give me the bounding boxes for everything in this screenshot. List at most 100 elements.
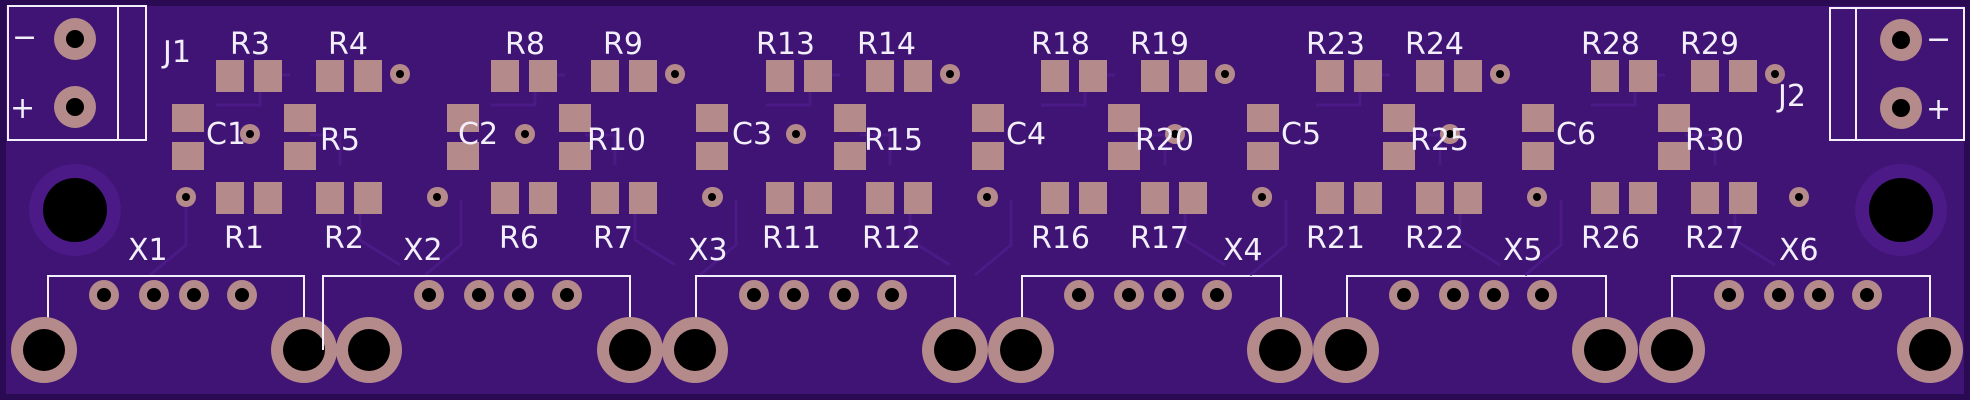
module-1-label-cap: C1: [206, 117, 246, 152]
module-5-label-cap: C5: [1281, 117, 1321, 152]
module-1-pad-r-top-a-2: [254, 60, 282, 92]
module-3-label-r-mid: R15: [864, 123, 923, 158]
module-3-pad-r-bot-a-1: [766, 182, 794, 214]
module-2-sensor-mount-right-drill: [609, 329, 651, 371]
connector-j1-plus-label: +: [10, 91, 35, 126]
module-6-sensor-pin-3-drill: [1812, 288, 1826, 302]
module-5-label-x: X5: [1503, 233, 1543, 268]
module-4-label-r-bot-b: R17: [1130, 221, 1189, 256]
module-1-pad-cap-2: [172, 142, 204, 170]
module-2-pad-r-bot-a-1: [491, 182, 519, 214]
module-6-label-r-bot-a: R26: [1581, 221, 1640, 256]
module-4-label-r-top-b: R19: [1130, 27, 1189, 62]
module-5-pad-r-bot-a-1: [1316, 182, 1344, 214]
module-3-pad-r-top-a-1: [766, 60, 794, 92]
module-3-pad-r-bot-b-1: [866, 182, 894, 214]
module-4-pad-r-mid-2: [1108, 142, 1140, 170]
module-2-label-r-bot-b: R7: [593, 221, 633, 256]
module-2-sensor-mount-left-drill: [348, 329, 390, 371]
module-2-pad-r-bot-b-1: [591, 182, 619, 214]
module-3-label-cap: C3: [732, 117, 772, 152]
module-4-pad-cap-2: [972, 142, 1004, 170]
module-1-label-x: X1: [128, 233, 168, 268]
module-2-label-r-top-b: R9: [603, 27, 643, 62]
module-5: R23 R24 C5 R25 R21 R22 X5: [1247, 27, 1638, 383]
module-4-pad-r-mid-1: [1108, 104, 1140, 132]
module-3-sensor-pin-1-drill: [747, 288, 761, 302]
module-1-sensor-mount-left-drill: [23, 329, 65, 371]
module-4-via-top-drill: [1221, 70, 1229, 78]
module-1-pad-r-mid-1: [284, 104, 316, 132]
module-3-sensor-pin-3-drill: [837, 288, 851, 302]
module-4-label-r-bot-a: R16: [1031, 221, 1090, 256]
module-3-sensor-pin-4-drill: [885, 288, 899, 302]
mounting-hole-left-drill: [43, 178, 107, 242]
module-3-pad-r-mid-2: [834, 142, 866, 170]
module-4-label-x: X4: [1223, 233, 1263, 268]
module-4-pad-r-bot-b-2: [1179, 182, 1207, 214]
connector-j2-drill-plus: [1892, 99, 1910, 117]
connector-j1-ref: J1: [161, 35, 191, 70]
module-2-via-mid-drill: [521, 130, 529, 138]
module-5-via-bottom-right-drill: [1533, 193, 1541, 201]
module-5-sensor-pin-1-drill: [1397, 288, 1411, 302]
module-6-pad-r-mid-1: [1658, 104, 1690, 132]
module-5-pad-r-top-a-2: [1354, 60, 1382, 92]
module-5-label-r-bot-a: R21: [1306, 221, 1365, 256]
module-1-label-r-bot-a: R1: [224, 221, 264, 256]
module-2-pad-r-bot-a-2: [529, 182, 557, 214]
module-3-sensor-mount-right-drill: [934, 329, 976, 371]
module-5-via-mid-drill: [1446, 130, 1454, 138]
module-1-label-r-bot-b: R2: [324, 221, 364, 256]
module-2: R8 R9 C2 R10 R6 R7 X2: [322, 27, 723, 383]
module-4-via-mid-drill: [1171, 130, 1179, 138]
module-5-pad-r-mid-1: [1383, 104, 1415, 132]
module-6-pad-r-top-a-2: [1629, 60, 1657, 92]
module-3-label-x: X3: [688, 233, 728, 268]
module-4-sensor-mount-left-drill: [1000, 329, 1042, 371]
module-5-sensor-pin-2-drill: [1447, 288, 1461, 302]
module-6-label-r-top-a: R28: [1581, 27, 1640, 62]
connector-j2-outline: [1829, 7, 1965, 141]
connector-j1-minus-label: −: [12, 20, 37, 55]
connector-j2: − + J2: [1776, 7, 1965, 141]
module-1-pad-r-bot-b-1: [316, 182, 344, 214]
module-4-label-r-top-a: R18: [1031, 27, 1090, 62]
mounting-hole-left: [29, 164, 121, 256]
module-2-sensor-pin-1-drill: [422, 288, 436, 302]
module-3: R13 R14 C3 R15 R11 R12 X3: [662, 27, 998, 383]
module-6-label-x: X6: [1779, 233, 1819, 268]
module-4-label-cap: C4: [1006, 117, 1046, 152]
module-5-label-r-bot-b: R22: [1405, 221, 1464, 256]
module-6-pad-cap-1: [1522, 104, 1554, 132]
module-5-pad-cap-1: [1247, 104, 1279, 132]
module-4-sensor-outline: [1021, 275, 1282, 350]
module-4-pad-cap-1: [972, 104, 1004, 132]
module-1: R3 R4 C1 R5 R1 R2 X1: [11, 27, 448, 383]
module-2-pad-cap-2: [447, 142, 479, 170]
module-1-via-mid-drill: [246, 130, 254, 138]
module-4-sensor-pin-4-drill: [1210, 288, 1224, 302]
module-6-pad-r-top-b-1: [1691, 60, 1719, 92]
module-3-pad-r-top-a-2: [804, 60, 832, 92]
module-5-pad-cap-2: [1247, 142, 1279, 170]
module-3-label-r-top-a: R13: [756, 27, 815, 62]
module-5-label-r-top-b: R24: [1405, 27, 1464, 62]
module-5-pad-r-bot-b-1: [1416, 182, 1444, 214]
module-3-pad-r-top-b-1: [866, 60, 894, 92]
module-1-pad-cap-1: [172, 104, 204, 132]
module-6-label-r-mid: R30: [1685, 123, 1744, 158]
module-3-via-top-drill: [946, 70, 954, 78]
connector-j1-drill-minus: [66, 30, 84, 48]
module-1-label-r-mid: R5: [320, 123, 360, 158]
module-6-sensor-pin-4-drill: [1860, 288, 1874, 302]
module-1-sensor-outline: [47, 275, 305, 350]
module-4-pad-r-top-b-1: [1141, 60, 1169, 92]
module-2-pad-cap-1: [447, 104, 479, 132]
module-4-pad-r-top-a-1: [1041, 60, 1069, 92]
module-5-sensor-pin-3-drill: [1487, 288, 1501, 302]
module-5-sensor-mount-left-drill: [1325, 329, 1367, 371]
module-6-label-cap: C6: [1556, 117, 1596, 152]
module-2-sensor-pin-2-drill: [472, 288, 486, 302]
module-3-via-bottom-left-drill: [708, 193, 716, 201]
